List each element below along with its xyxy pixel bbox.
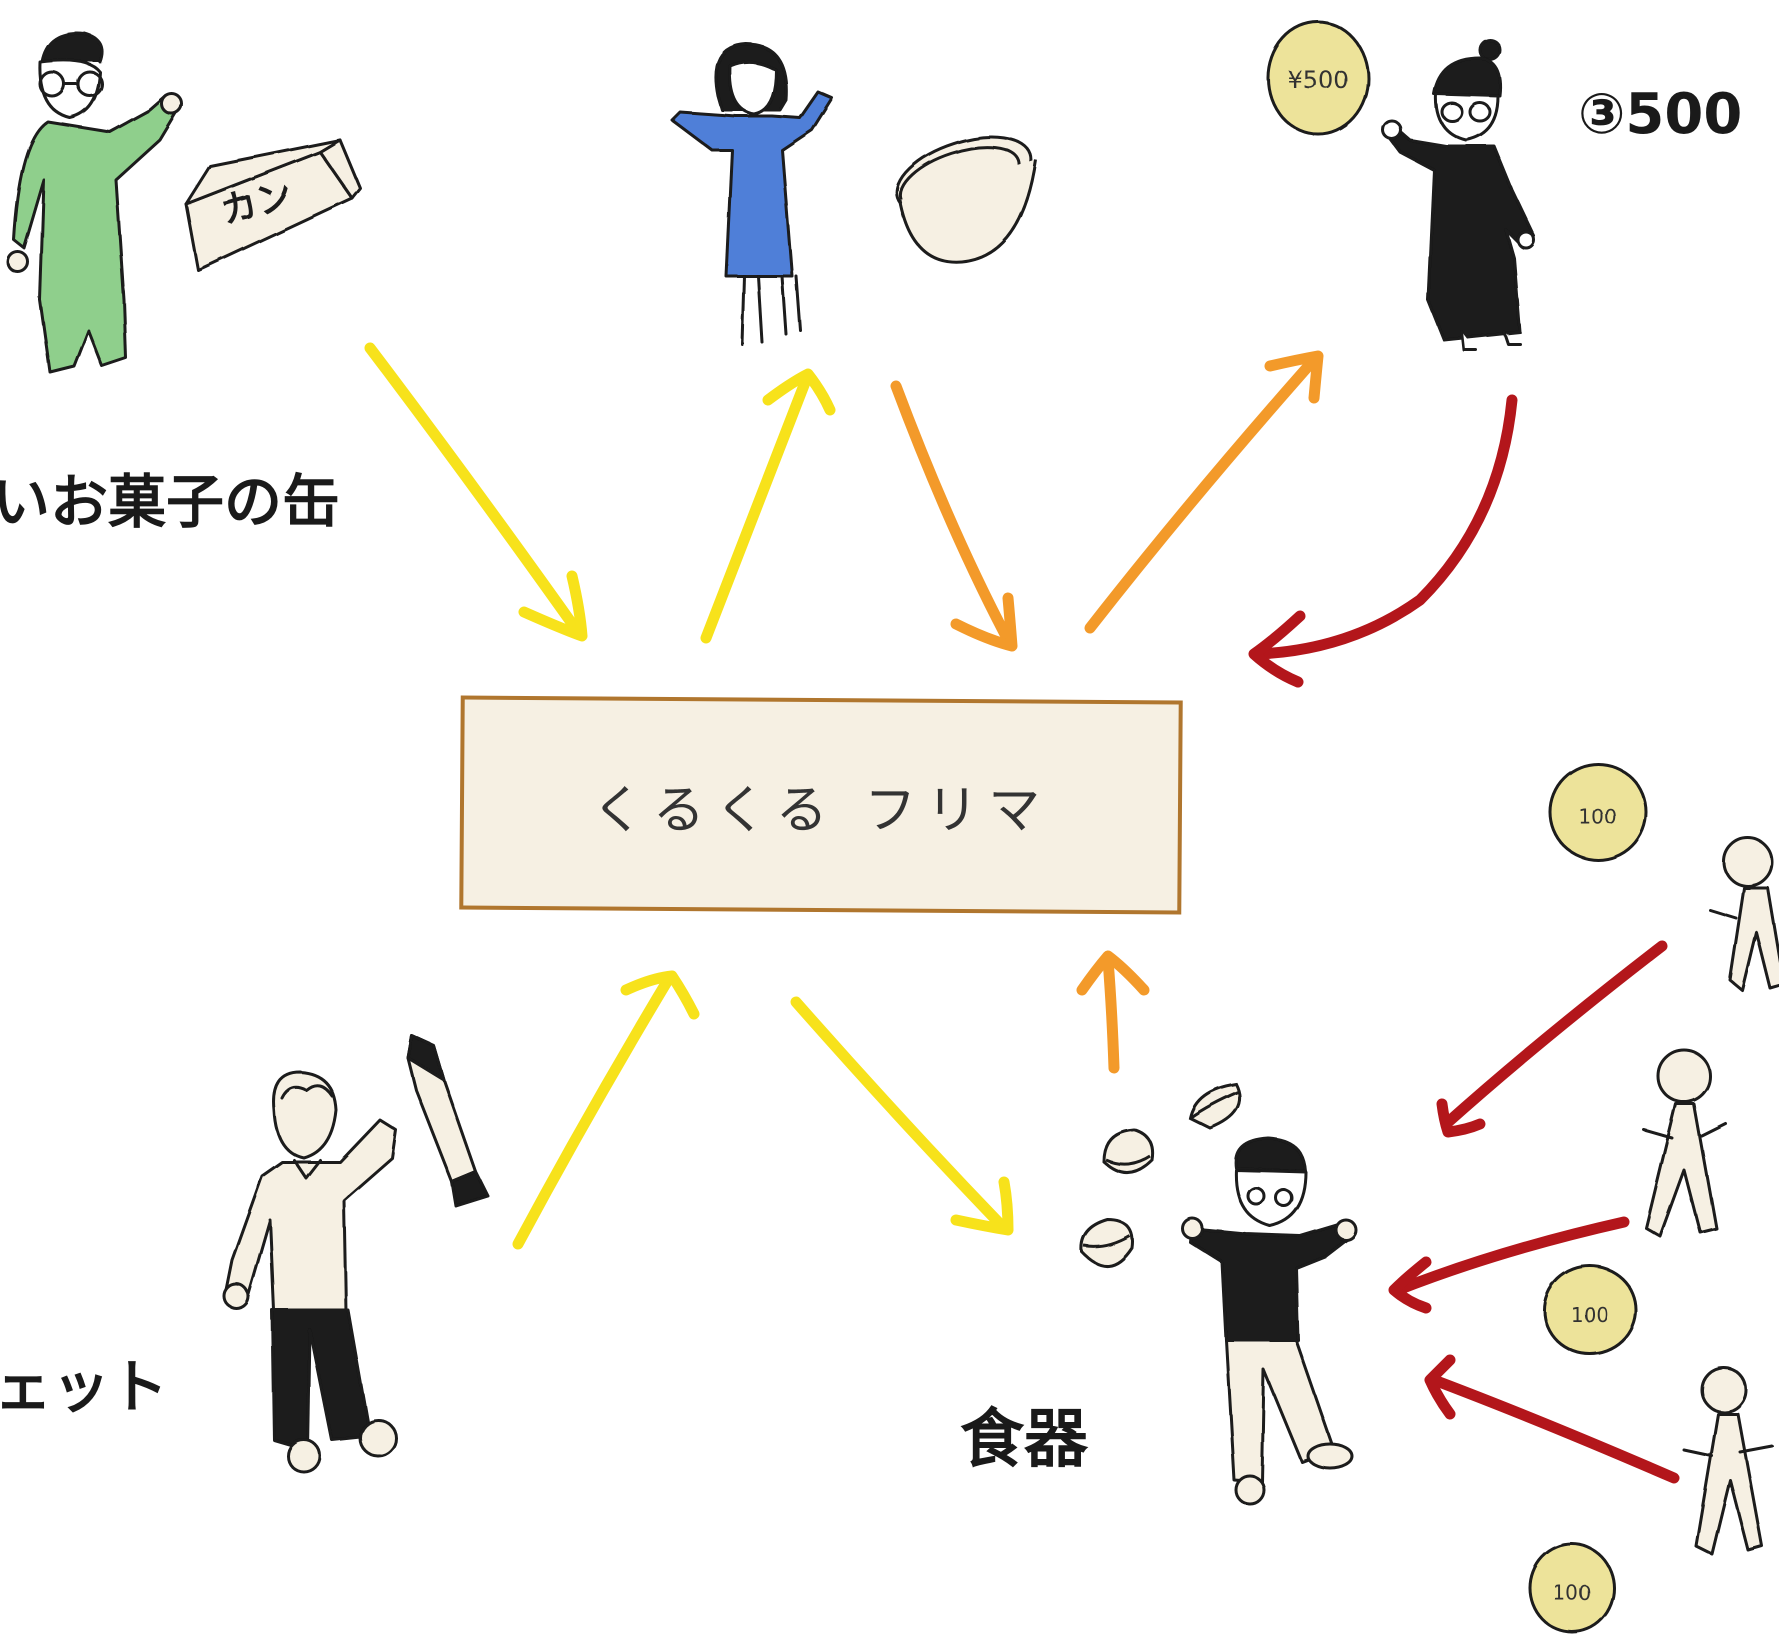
dish-icon	[1080, 1082, 1242, 1268]
arrow-orange-1-head	[950, 592, 1018, 652]
coin-100-icon: 100	[1528, 1542, 1616, 1634]
coin-100-text-2: 100	[1571, 1303, 1609, 1327]
arrow-orange-3-head	[1076, 950, 1150, 996]
arrow-yellow-4	[790, 996, 1008, 1232]
coin-100-text-1: 100	[1579, 805, 1617, 829]
label-tin: いお菓子の缶	[0, 468, 341, 536]
person-green-icon	[6, 32, 184, 374]
person-black-icon	[1381, 38, 1536, 352]
arrow-red-3	[1392, 1216, 1630, 1296]
coin-100-text-3: 100	[1553, 1581, 1591, 1605]
arrow-yellow-3	[512, 974, 674, 1250]
coin-100-icon: 100	[1542, 1264, 1638, 1356]
stick-person-icon	[1642, 1048, 1728, 1238]
arrow-red-1	[1252, 394, 1518, 660]
person-blue-icon	[670, 42, 834, 346]
coin-500-icon: ¥500	[1266, 20, 1370, 136]
coin-500-text: ¥500	[1287, 66, 1348, 94]
arrow-icon	[364, 342, 1680, 1484]
arrow-orange-2	[1084, 356, 1318, 634]
stick-person-icon	[1708, 836, 1779, 992]
arrow-orange-1	[890, 380, 1014, 646]
label-price: ③500	[1578, 82, 1743, 147]
person-dish-seller-icon	[1180, 1136, 1358, 1506]
arrow-orange-2-head	[1264, 350, 1324, 404]
arrow-red-1-head	[1248, 610, 1306, 688]
arrow-red-4-head	[1424, 1354, 1456, 1420]
arrow-red-2-head	[1436, 1098, 1486, 1138]
jacket-icon	[406, 1034, 490, 1208]
arrow-red-3-head	[1388, 1256, 1432, 1314]
center-label: くるくる フリマ	[591, 780, 1051, 841]
label-dish: 食器	[960, 1403, 1088, 1477]
arrow-yellow-2	[700, 374, 812, 644]
arrow-orange-3	[1102, 954, 1120, 1074]
arrow-yellow-2-head	[762, 368, 836, 416]
arrow-yellow-1-head	[518, 570, 588, 642]
arrow-yellow-4-head	[950, 1176, 1014, 1236]
center-box	[459, 695, 1183, 915]
stick-person-icon	[1682, 1366, 1774, 1556]
arrow-red-4	[1428, 1374, 1680, 1484]
bowl-icon	[895, 135, 1038, 264]
coin-100-icon: 100	[1548, 762, 1648, 862]
arrow-red-2	[1440, 940, 1668, 1130]
person-jacket-icon	[222, 1070, 398, 1474]
tin-box-icon: カン	[184, 138, 362, 272]
label-jacket: ェット	[0, 1353, 169, 1421]
arrow-yellow-3-head	[620, 970, 700, 1020]
arrow-yellow-1	[364, 342, 584, 638]
